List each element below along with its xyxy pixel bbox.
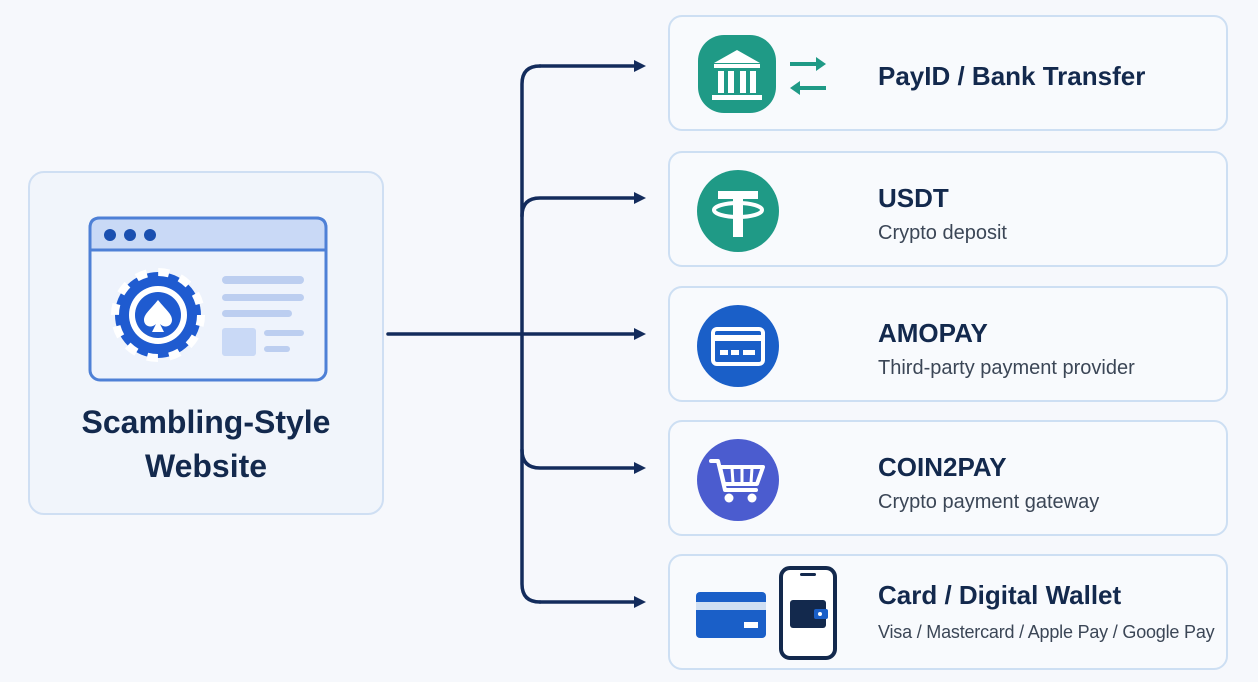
method-name-card-wallet: Card / Digital Wallet — [878, 580, 1122, 610]
method-name-payid: PayID / Bank Transfer — [878, 61, 1146, 91]
method-desc-coin2pay: Crypto payment gateway — [878, 491, 1100, 513]
method-desc-usdt: Crypto deposit — [878, 222, 1007, 244]
method-name-usdt: USDT — [878, 183, 949, 213]
poker-chip-icon — [111, 268, 205, 362]
method-card-coin2pay: COIN2PAY Crypto payment gateway — [668, 420, 1228, 536]
card-and-wallet-icon — [696, 566, 837, 660]
bank-transfer-icon — [698, 35, 826, 113]
source-website-title: Scambling-Style Website — [81, 404, 331, 484]
method-card-amopay: AMOPAY Third-party payment provider — [668, 286, 1228, 402]
method-name-amopay: AMOPAY — [878, 318, 988, 348]
method-card-card-wallet: Card / Digital Wallet Visa / Mastercard … — [668, 554, 1228, 670]
method-desc-card-wallet: Visa / Mastercard / Apple Pay / Google P… — [878, 622, 1215, 642]
shopping-cart-icon — [697, 439, 779, 521]
method-desc-amopay: Third-party payment provider — [878, 357, 1135, 379]
connector-branch-2 — [520, 192, 646, 218]
method-card-payid: PayID / Bank Transfer — [668, 15, 1228, 131]
method-card-usdt: USDT Crypto deposit — [668, 151, 1228, 267]
credit-card-icon — [697, 305, 779, 387]
tether-icon — [697, 170, 779, 252]
browser-window-icon — [88, 216, 328, 382]
connector-branch-4 — [520, 448, 646, 474]
method-name-coin2pay: COIN2PAY — [878, 452, 1007, 482]
